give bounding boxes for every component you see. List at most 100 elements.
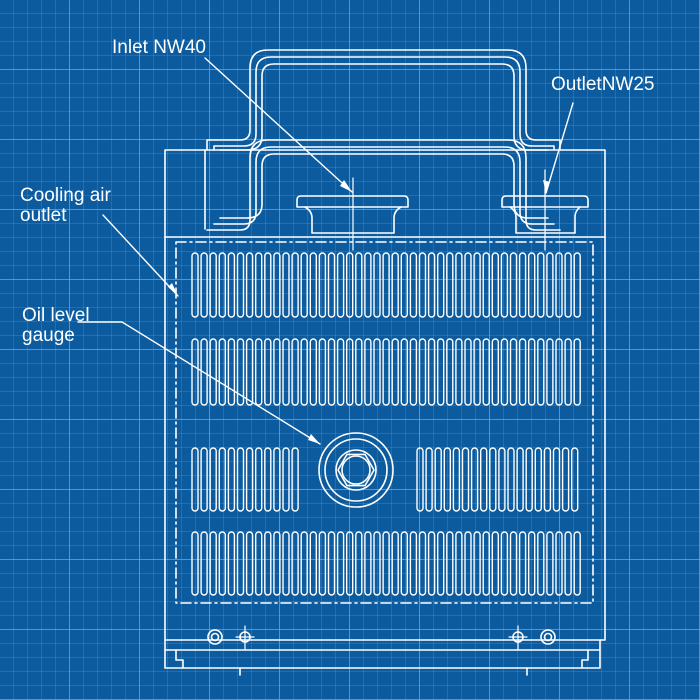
- cooling-slot: [254, 252, 263, 318]
- cooling-slots: [191, 252, 581, 596]
- cooling-slot: [427, 252, 436, 318]
- cooling-slot: [473, 531, 481, 596]
- cooling-slot: [227, 531, 236, 596]
- oil-gauge: [318, 432, 394, 508]
- cooling-slot: [191, 531, 199, 596]
- cooling-slot: [336, 531, 345, 596]
- cooling-slot: [346, 252, 354, 318]
- cooling-slot: [282, 338, 290, 406]
- cooling-slot: [518, 338, 527, 406]
- cooling-slot: [480, 447, 488, 512]
- cooling-slot: [464, 338, 472, 406]
- cooling-slot: [537, 252, 545, 318]
- cooling-slot: [555, 252, 563, 318]
- cooling-slot: [336, 252, 345, 318]
- cooling-slot: [373, 338, 381, 406]
- cooling-slot: [509, 531, 518, 596]
- handle-lower: [206, 139, 561, 231]
- cooling-slot: [489, 447, 497, 512]
- cooling-slot: [364, 252, 372, 318]
- cooling-slot: [300, 338, 308, 406]
- cooling-slot: [245, 252, 254, 318]
- cooling-slot: [564, 531, 572, 596]
- cooling-slot: [191, 338, 199, 406]
- cooling-slot: [318, 252, 327, 318]
- cooling-slot: [309, 252, 317, 318]
- cooling-slot: [227, 447, 236, 512]
- cooling-slot: [416, 447, 424, 512]
- cooling-slot: [309, 531, 317, 596]
- cooling-slot: [409, 531, 418, 596]
- cooling-slot: [437, 531, 445, 596]
- cooling-slot: [309, 338, 317, 406]
- cooling-slot: [437, 338, 445, 406]
- cooling-slot: [498, 447, 506, 512]
- cooling-slot: [254, 447, 263, 512]
- cooling-slot: [427, 338, 436, 406]
- cooling-slot: [236, 447, 245, 512]
- cooling-slot: [282, 252, 290, 318]
- cooling-slot: [573, 338, 581, 406]
- cooling-slot: [573, 252, 581, 318]
- cooling-slot: [327, 252, 336, 318]
- cooling-slot: [470, 447, 479, 512]
- cooling-slot: [273, 338, 281, 406]
- cooling-slot: [555, 338, 563, 406]
- label-cooling-line2: outlet: [20, 205, 67, 226]
- label-outlet: OutletNW25: [551, 74, 655, 95]
- cooling-slot: [291, 252, 299, 318]
- cooling-slot: [425, 447, 433, 512]
- cooling-slot: [273, 252, 281, 318]
- cooling-slot: [491, 338, 499, 406]
- cooling-slot: [452, 447, 461, 512]
- cooling-slot: [245, 531, 254, 596]
- cooling-slot: [346, 338, 354, 406]
- cooling-slot: [245, 338, 254, 406]
- cooling-slot: [200, 531, 208, 596]
- cooling-slot: [525, 447, 533, 512]
- cooling-slot: [464, 531, 472, 596]
- cooling-slot: [209, 252, 217, 318]
- cooling-slot: [300, 531, 308, 596]
- cooling-slot: [455, 531, 463, 596]
- cooling-slot: [336, 338, 345, 406]
- cooling-slot: [382, 252, 390, 318]
- label-cooling-line1: Cooling air: [20, 185, 111, 206]
- cooling-slot: [373, 252, 381, 318]
- pump-body: [164, 236, 606, 676]
- cooling-slot: [191, 447, 199, 512]
- cooling-slot: [482, 252, 490, 318]
- cooling-slot: [500, 531, 509, 596]
- cooling-slot: [561, 447, 570, 512]
- cooling-slot: [254, 338, 263, 406]
- cooling-slot: [273, 447, 281, 512]
- cooling-slot: [455, 252, 463, 318]
- cooling-slot: [209, 447, 217, 512]
- cooling-slot: [200, 338, 208, 406]
- cooling-slot: [555, 531, 563, 596]
- cooling-slot: [346, 531, 354, 596]
- label-oil-level-gauge: Oil level gauge: [22, 306, 90, 346]
- cooling-slot: [455, 338, 463, 406]
- cooling-slot: [264, 531, 272, 596]
- cooling-slot: [400, 338, 408, 406]
- cooling-slot: [500, 252, 509, 318]
- label-inlet: Inlet NW40: [112, 37, 206, 58]
- cooling-slot: [291, 531, 299, 596]
- cooling-slot: [364, 531, 372, 596]
- cooling-slot: [355, 338, 363, 406]
- cooling-slot: [291, 338, 299, 406]
- cooling-slot: [461, 447, 470, 512]
- label-cooling-air-outlet: Cooling air outlet: [20, 186, 111, 226]
- cooling-slot: [491, 252, 499, 318]
- cooling-slot: [273, 531, 281, 596]
- cooling-slot: [564, 252, 572, 318]
- cooling-slot: [391, 252, 399, 318]
- cooling-slot: [571, 447, 579, 512]
- cooling-slot: [355, 252, 363, 318]
- label-oil-line2: gauge: [22, 325, 75, 346]
- cooling-slot: [391, 531, 399, 596]
- cooling-slot: [409, 252, 418, 318]
- cooling-slot: [500, 338, 509, 406]
